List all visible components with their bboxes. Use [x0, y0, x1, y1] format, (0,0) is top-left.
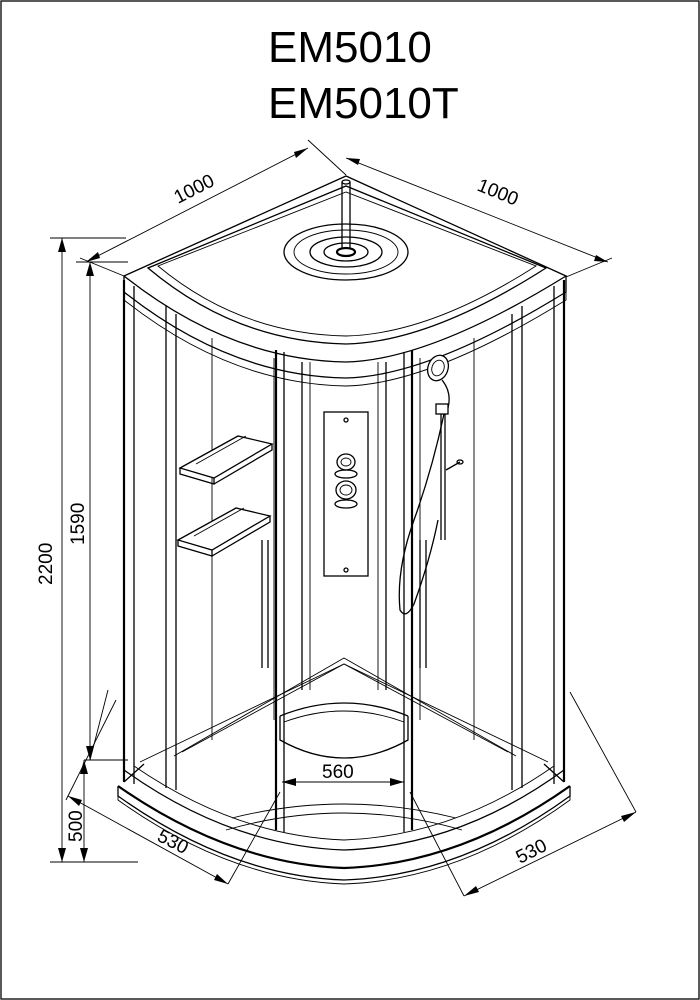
cabin-roof	[122, 175, 568, 387]
control-panel	[323, 411, 369, 577]
dim-cabin-height: 1590	[68, 503, 89, 545]
bottom-rails	[123, 663, 565, 851]
model-title-primary: EM5010	[268, 23, 432, 72]
glass-shelves	[176, 435, 274, 557]
dim-tray-height: 500	[66, 810, 87, 842]
shower-tray	[117, 785, 571, 885]
hand-shower	[398, 354, 464, 615]
top-dimension-lines	[79, 139, 613, 278]
dim-total-height: 2200	[36, 543, 57, 585]
model-title-secondary: EM5010T	[268, 79, 459, 128]
tray-interior	[225, 702, 463, 831]
door-frames	[122, 280, 566, 832]
dim-top-left-width: 1000	[171, 171, 218, 209]
dim-tray-left-depth: 530	[154, 826, 192, 859]
dim-seat-width: 560	[322, 762, 354, 783]
dim-top-right-width: 1000	[474, 175, 521, 210]
dim-tray-right-depth: 530	[513, 835, 551, 868]
left-dimension-lines	[50, 237, 138, 863]
bottom-dimension-lines	[65, 691, 637, 897]
